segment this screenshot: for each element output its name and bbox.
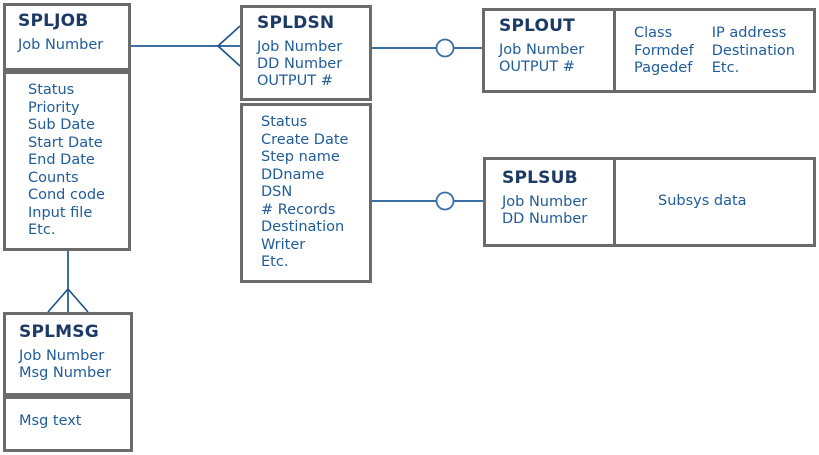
splmsg-attributes: Msg text	[6, 399, 130, 437]
splsub-attribute-cell: Subsys data	[616, 160, 757, 244]
connector-spljob-spldsn	[131, 25, 241, 67]
entity-spldsn-key-box[interactable]: SPLDSN Job Number DD Number OUTPUT #	[240, 5, 372, 101]
spljob-attribute: Sub Date	[28, 117, 95, 133]
entity-title-splsub: SPLSUB	[502, 168, 578, 188]
spldsn-key-field: Job Number	[257, 39, 343, 55]
spldsn-attribute: Etc.	[261, 254, 289, 270]
spljob-attribute: Priority	[28, 99, 80, 116]
splsub-attribute: Subsys data	[658, 193, 747, 210]
entity-title-splmsg: SPLMSG	[19, 322, 99, 342]
spljob-key-field: Job Number	[18, 37, 104, 53]
connector-spldsn-splout	[372, 38, 482, 58]
splout-attribute-column-2: IP address Destination Etc.	[712, 25, 795, 84]
splmsg-key-cell: SPLMSG Job Number Msg Number	[6, 315, 130, 386]
splout-key-cell: SPLOUT Job Number OUTPUT #	[485, 11, 616, 90]
splout-attribute: Destination	[711, 42, 795, 59]
spldsn-key-field: OUTPUT #	[257, 73, 333, 89]
splout-key-field: Job Number	[499, 42, 585, 58]
spldsn-attribute: DDname	[261, 166, 325, 183]
splout-attribute-column-1: Class Formdef Pagedef	[634, 25, 694, 84]
splout-attribute: Formdef	[634, 42, 694, 59]
spljob-attribute: Status	[28, 82, 75, 98]
connector-spldsn-splsub	[372, 191, 483, 211]
connector-spljob-splmsg	[47, 251, 89, 313]
entity-splmsg-attr-box[interactable]: Msg text	[3, 396, 133, 452]
spljob-attributes: Status Priority Sub Date Start Date End …	[6, 74, 128, 246]
spljob-attribute: Cond code	[28, 187, 105, 203]
spljob-attribute: Input file	[28, 204, 93, 221]
entity-title-spljob: SPLJOB	[18, 11, 89, 31]
splout-attribute: Etc.	[711, 60, 740, 76]
entity-splsub-box[interactable]: SPLSUB Job Number DD Number Subsys data	[483, 157, 816, 247]
spldsn-attribute: DSN	[261, 184, 293, 200]
splsub-key-field: DD Number	[502, 211, 588, 227]
splmsg-key-field: Job Number	[19, 348, 105, 364]
spldsn-key-field: DD Number	[257, 56, 343, 72]
splout-attribute-columns: Class Formdef Pagedef IP address Destina…	[616, 11, 805, 90]
splout-key-field: OUTPUT #	[499, 59, 575, 75]
entity-title-splout: SPLOUT	[499, 16, 575, 36]
entity-spljob-attr-box[interactable]: Status Priority Sub Date Start Date End …	[3, 71, 131, 251]
entity-splout-box[interactable]: SPLOUT Job Number OUTPUT # Class Formdef…	[482, 8, 816, 93]
spldsn-attribute: Create Date	[261, 131, 349, 148]
spljob-attribute: Start Date	[28, 134, 103, 151]
entity-splmsg-key-box[interactable]: SPLMSG Job Number Msg Number	[3, 312, 133, 396]
splout-attribute: Pagedef	[634, 60, 693, 76]
spldsn-attribute: Step name	[261, 149, 340, 165]
spldsn-attribute: Status	[261, 114, 308, 130]
spldsn-attributes: Status Create Date Step name DDname DSN …	[243, 106, 369, 278]
spldsn-key-cell: SPLDSN Job Number DD Number OUTPUT #	[243, 8, 369, 94]
spljob-attribute: Etc.	[28, 222, 56, 238]
spldsn-attribute: Writer	[261, 236, 306, 253]
splsub-key-field: Job Number	[502, 194, 588, 210]
zero-or-one-circle-icon	[435, 191, 455, 211]
zero-or-one-circle-icon	[435, 38, 455, 58]
splout-attribute: IP address	[711, 25, 787, 41]
splmsg-attribute: Msg text	[19, 413, 82, 429]
spljob-key-cell: SPLJOB Job Number	[6, 6, 128, 58]
splmsg-key-field: Msg Number	[19, 365, 112, 381]
spljob-attribute: Counts	[28, 169, 79, 186]
entity-title-spldsn: SPLDSN	[257, 13, 335, 33]
splsub-key-cell: SPLSUB Job Number DD Number	[486, 160, 616, 244]
spljob-attribute: End Date	[28, 152, 95, 168]
entity-spljob-key-box[interactable]: SPLJOB Job Number	[3, 3, 131, 71]
splout-attribute: Class	[634, 25, 673, 41]
spldsn-attribute: # Records	[261, 201, 336, 218]
entity-spldsn-attr-box[interactable]: Status Create Date Step name DDname DSN …	[240, 103, 372, 283]
spldsn-attribute: Destination	[261, 219, 345, 235]
